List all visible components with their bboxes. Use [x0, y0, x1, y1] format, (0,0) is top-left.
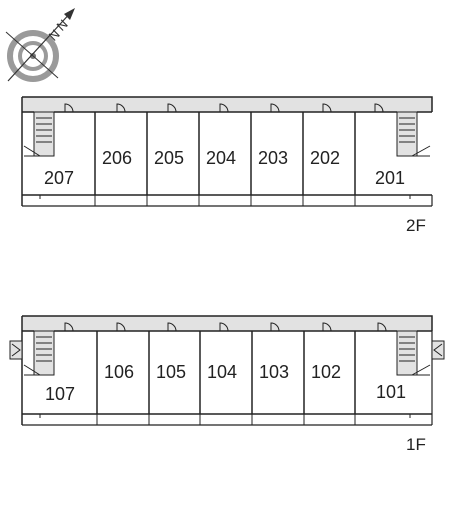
room-label-202: 202 — [310, 148, 340, 168]
compass-icon: N N — [5, 8, 75, 82]
room-label-106: 106 — [104, 362, 134, 382]
room-label-203: 203 — [258, 148, 288, 168]
room-label-201: 201 — [375, 168, 405, 188]
stair-left-2f — [23, 111, 55, 157]
floor-label-2f: 2F — [406, 216, 426, 235]
room-label-204: 204 — [206, 148, 236, 168]
doors-2f — [64, 103, 384, 113]
room-label-102: 102 — [311, 362, 341, 382]
room-label-206: 206 — [102, 148, 132, 168]
room-label-105: 105 — [156, 362, 186, 382]
floor-2f-plan: 207 206 205 204 203 202 201 2F — [21, 96, 433, 235]
floor-1f-plan: 107 106 105 104 103 102 101 1F — [9, 315, 445, 454]
stair-left-1f — [23, 330, 55, 376]
floor-label-1f: 1F — [406, 435, 426, 454]
stair-right-2f — [396, 111, 431, 157]
room-label-101: 101 — [376, 382, 406, 402]
room-label-107: 107 — [45, 384, 75, 404]
doors-1f — [64, 322, 387, 332]
room-label-104: 104 — [207, 362, 237, 382]
entrance-left-1f — [9, 340, 23, 360]
entrance-right-1f — [431, 340, 445, 360]
room-label-207: 207 — [44, 168, 74, 188]
stair-right-1f — [396, 330, 431, 376]
room-label-205: 205 — [154, 148, 184, 168]
room-label-103: 103 — [259, 362, 289, 382]
